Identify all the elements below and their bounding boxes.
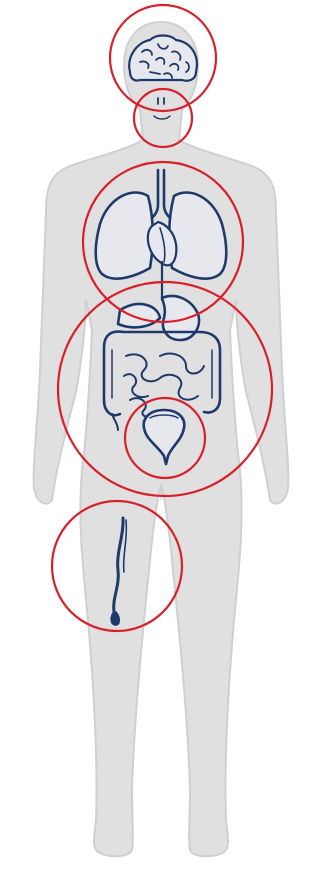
hotspot-spinal-cord[interactable] [134, 89, 192, 147]
hotspot-bladder[interactable] [125, 398, 205, 478]
hotspot-leg-vein[interactable] [52, 501, 182, 631]
